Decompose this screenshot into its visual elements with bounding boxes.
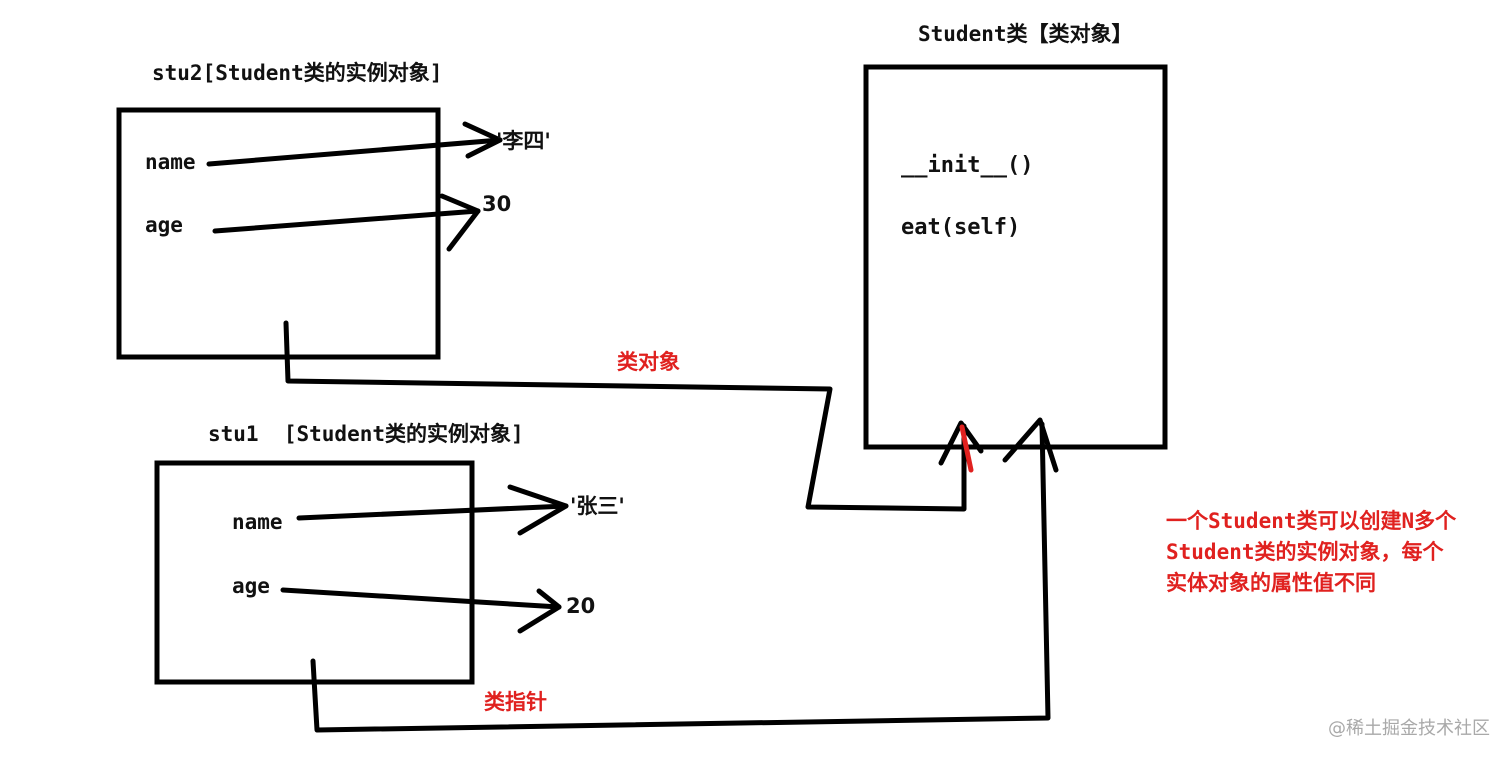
class-box <box>863 64 1168 450</box>
class-pointer-edge-label: 类指针 <box>484 690 547 714</box>
stu2-box <box>116 107 441 360</box>
stu1-title: stu1 [Student类的实例对象] <box>208 422 524 446</box>
stu1-box <box>154 460 475 685</box>
class-box-title: Student类【类对象】 <box>918 22 1133 46</box>
stu2-age-value: 30 <box>482 192 512 216</box>
stu2-name-label: name <box>145 150 196 174</box>
stu1-name-label: name <box>232 510 283 534</box>
class-object-edge-label: 类对象 <box>617 350 680 374</box>
red-tick-mark <box>959 424 974 473</box>
stu1-age-value: 20 <box>566 594 596 618</box>
watermark-text: @稀土掘金技术社区 <box>1328 718 1490 739</box>
stu1-name-value: '张三' <box>570 494 625 518</box>
init-method-label: __init__() <box>901 153 1034 178</box>
stu2-age-label: age <box>145 213 183 237</box>
stu2-class-pointer-line <box>283 320 984 512</box>
stu1-name-arrow <box>296 484 569 536</box>
stu1-age-arrow <box>280 587 562 634</box>
annotation-note: 一个Student类可以创建N多个 Student类的实例对象，每个 实体对象的… <box>1166 509 1457 595</box>
stu2-name-arrow <box>206 121 503 167</box>
stu2-age-arrow <box>212 193 481 252</box>
stu1-class-pointer-line <box>310 417 1059 733</box>
eat-method-label: eat(self) <box>901 215 1021 240</box>
stu2-name-value: '李四' <box>496 129 551 153</box>
stu2-title: stu2[Student类的实例对象] <box>152 61 443 85</box>
stu1-age-label: age <box>232 574 270 598</box>
